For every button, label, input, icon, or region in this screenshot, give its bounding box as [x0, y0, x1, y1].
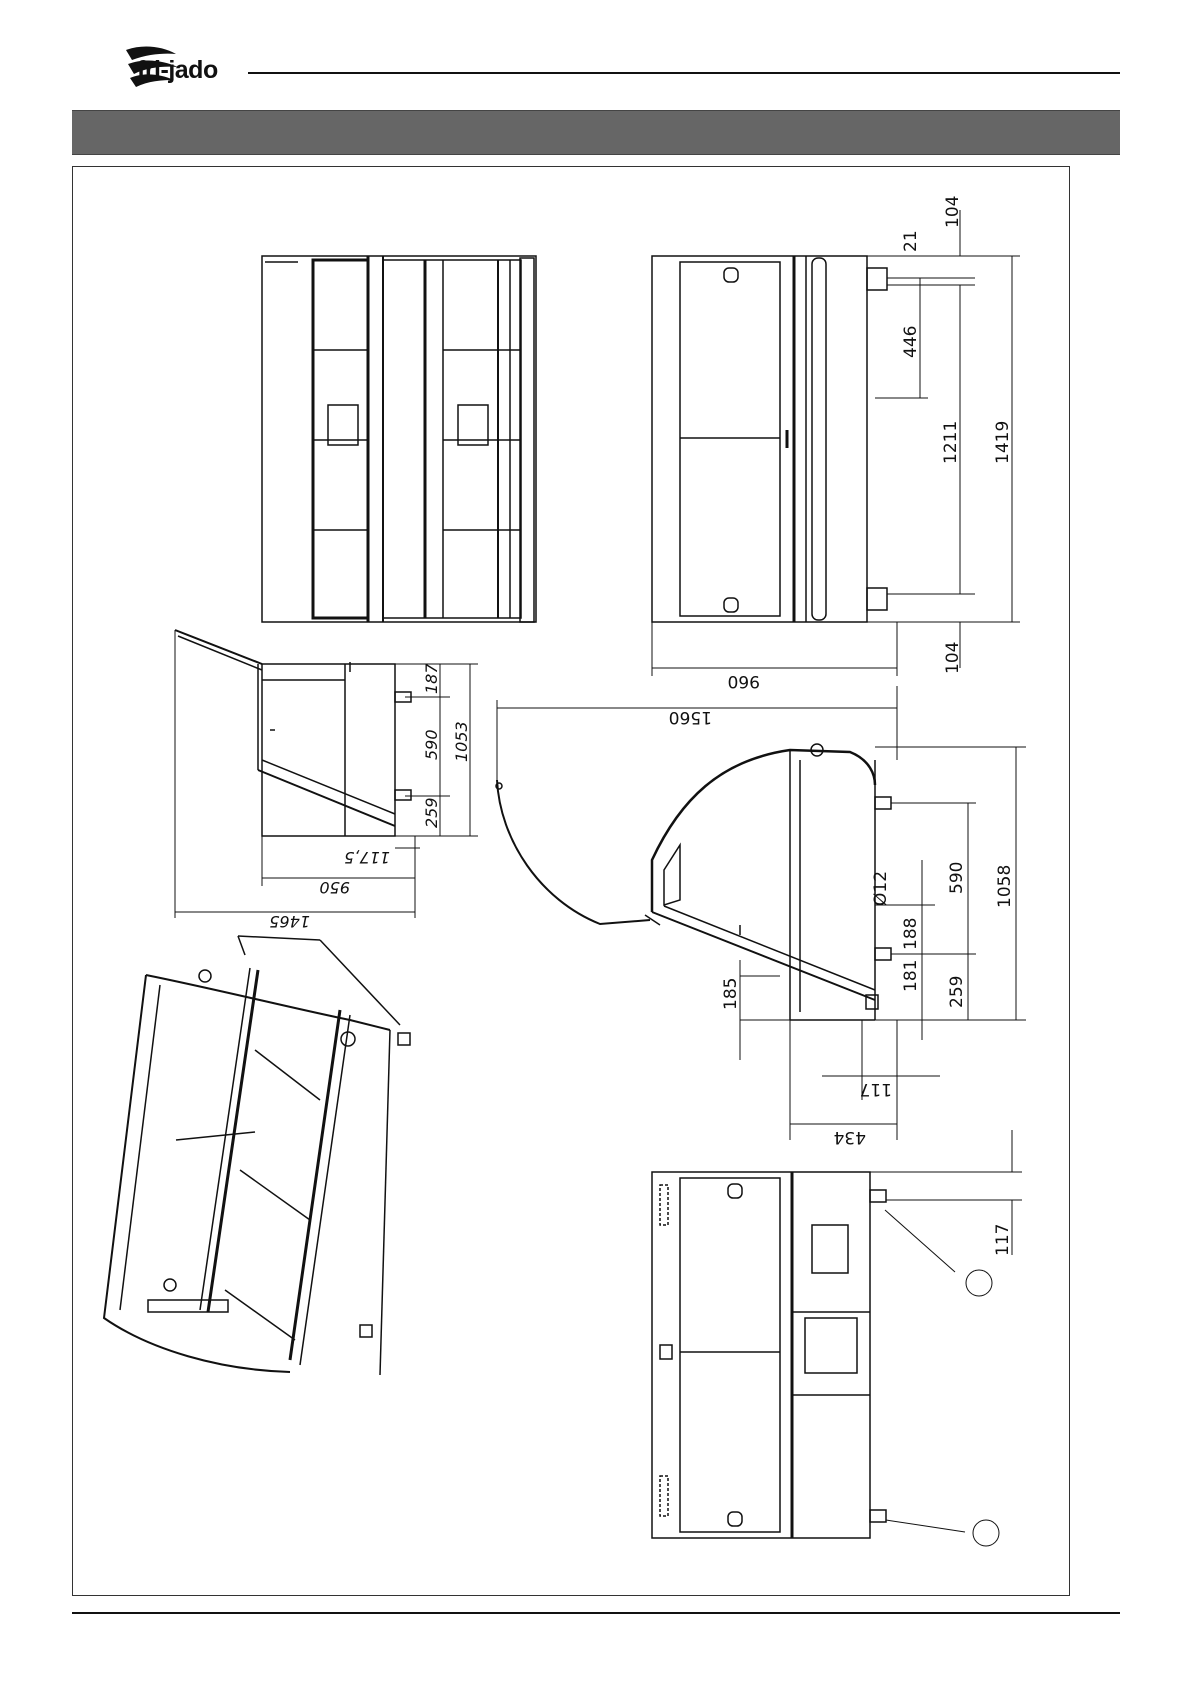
- dim-label: 187: [422, 663, 441, 694]
- dim-label: 590: [422, 729, 441, 760]
- dim-label: 960: [728, 671, 760, 691]
- dim-label: 446: [901, 326, 921, 358]
- rear-elevation-dimensions: [870, 1130, 1022, 1546]
- dim-label: 104: [943, 196, 963, 228]
- dim-label: 1058: [995, 865, 1015, 908]
- side-elevation-open: [175, 630, 411, 836]
- side-profile: [496, 744, 891, 1020]
- dim-label: 117: [860, 1079, 892, 1099]
- dim-label: 590: [947, 862, 967, 894]
- dim-label: 1465: [269, 912, 310, 931]
- rear-elevation: [652, 1172, 886, 1538]
- dim-label: 181: [901, 960, 921, 992]
- dim-label: 117: [993, 1224, 1013, 1256]
- dim-label: 1053: [452, 721, 471, 762]
- dim-label: 1560: [669, 707, 712, 727]
- dim-label: 950: [319, 878, 350, 897]
- dim-label: 185: [721, 978, 741, 1010]
- footer-rule: [72, 1612, 1120, 1614]
- front-elevation: [652, 256, 887, 622]
- dim-label: 259: [422, 797, 441, 828]
- dim-label: 21: [901, 230, 921, 252]
- dim-label: 188: [901, 918, 921, 950]
- dim-label: 434: [834, 1127, 866, 1147]
- dim-label: 259: [947, 976, 967, 1008]
- front-elevation-dimensions: [652, 210, 1020, 676]
- dim-label: 117,5: [344, 848, 390, 867]
- dim-label: 104: [943, 642, 963, 674]
- front-elevation-open: [262, 256, 536, 622]
- dim-label: 1211: [941, 421, 961, 464]
- dim-label: Ø12: [871, 871, 891, 906]
- isometric-view: [104, 936, 410, 1375]
- dim-label: 1419: [993, 421, 1013, 464]
